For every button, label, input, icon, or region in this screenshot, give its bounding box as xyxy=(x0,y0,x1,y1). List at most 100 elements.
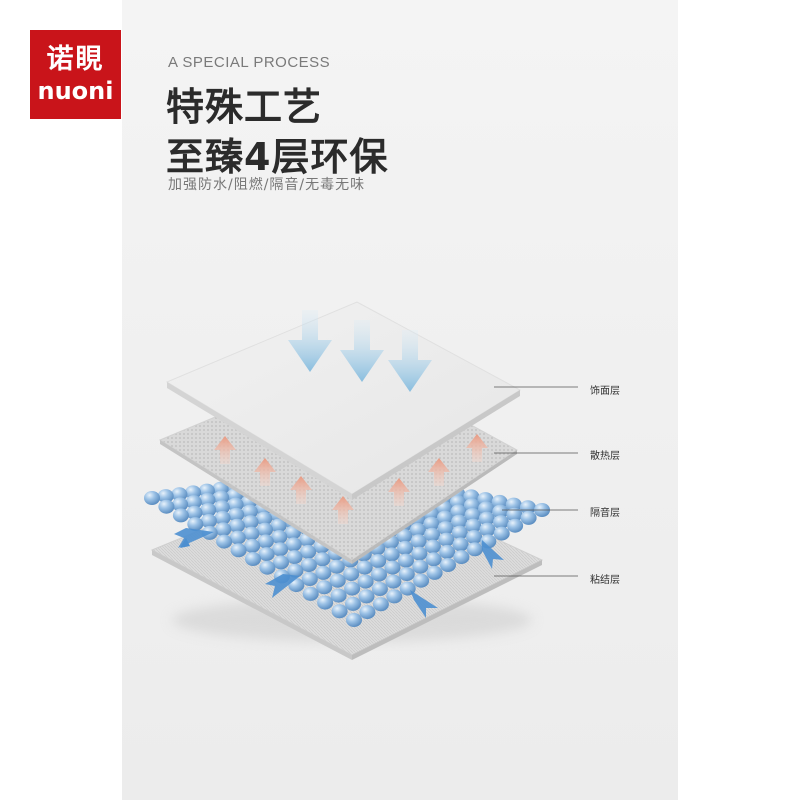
bubble xyxy=(451,514,468,529)
bubble xyxy=(452,537,469,552)
bubble xyxy=(200,503,217,517)
bubble xyxy=(287,563,304,578)
bubble xyxy=(439,544,456,559)
bubble xyxy=(493,526,510,541)
bubble xyxy=(214,510,231,525)
bubble xyxy=(230,543,247,558)
subtitle-english: A SPECIAL PROCESS xyxy=(168,54,331,71)
bubble xyxy=(450,504,467,519)
bubble xyxy=(438,532,455,547)
bubble xyxy=(386,589,403,604)
bubble xyxy=(316,580,333,595)
bubble xyxy=(506,507,523,522)
bubble xyxy=(371,567,387,582)
bubble xyxy=(344,581,361,596)
bubble xyxy=(493,515,509,530)
layer-diagram xyxy=(144,301,578,660)
bubble xyxy=(505,497,522,512)
bubble xyxy=(478,511,495,526)
bubble xyxy=(256,511,273,526)
bubble xyxy=(397,540,414,555)
bubble xyxy=(227,497,244,512)
bubble xyxy=(451,525,468,540)
bubble xyxy=(257,534,274,549)
bubble xyxy=(213,500,230,515)
bubble xyxy=(479,522,496,537)
bubble xyxy=(328,559,345,574)
bubble xyxy=(185,495,202,510)
brand-logo: 诺睍 nuoni xyxy=(30,30,121,119)
bubble xyxy=(410,534,427,549)
bubble xyxy=(440,558,456,572)
bubble xyxy=(186,505,203,520)
bubble xyxy=(272,542,289,557)
bubble xyxy=(423,516,440,531)
arrows-down xyxy=(288,310,432,392)
label-surface-layer: 饰面层 xyxy=(590,386,620,397)
label-sound-layer: 隔音层 xyxy=(590,508,620,519)
bubble xyxy=(144,491,160,505)
bubble xyxy=(371,582,388,596)
bubble xyxy=(412,559,429,574)
arrows-up xyxy=(214,434,488,524)
bubble xyxy=(358,589,375,604)
bubble xyxy=(216,534,233,549)
bubble xyxy=(409,522,426,537)
bubble xyxy=(519,500,536,515)
bubble xyxy=(317,595,334,610)
bubble xyxy=(520,510,537,525)
bubble xyxy=(357,574,374,589)
bubble xyxy=(300,558,317,572)
arrows-outward xyxy=(174,528,504,618)
bubble xyxy=(241,504,258,519)
title-line-1: 特殊工艺 xyxy=(166,85,323,129)
bubble xyxy=(466,542,483,557)
bubble xyxy=(453,550,470,565)
label-heat-layer: 散热层 xyxy=(590,451,620,462)
features-text: 加强防水/阻燃/隔音/无毒无味 xyxy=(168,177,366,193)
bubble xyxy=(396,529,413,543)
bubble xyxy=(229,530,246,545)
bubble xyxy=(199,492,216,507)
bubble xyxy=(465,518,482,533)
bubble xyxy=(437,521,454,536)
bubble xyxy=(346,613,362,627)
bubble xyxy=(315,565,332,580)
bubble xyxy=(257,522,273,537)
bubble xyxy=(330,588,347,603)
bubble xyxy=(172,508,189,523)
bubble xyxy=(426,565,443,580)
bubble xyxy=(424,527,441,542)
bubble xyxy=(424,539,441,554)
bubble xyxy=(172,497,189,512)
bubble xyxy=(245,552,261,566)
bubble xyxy=(301,572,318,586)
bubble xyxy=(273,555,289,570)
bubble xyxy=(356,560,373,575)
logo-english: nuoni xyxy=(37,76,114,105)
bubble xyxy=(243,526,260,541)
bubble xyxy=(372,597,389,612)
bubble xyxy=(158,499,175,514)
bubble xyxy=(478,501,495,516)
label-adhesive-layer: 粘结层 xyxy=(590,575,620,586)
bubble xyxy=(271,530,288,544)
bubble xyxy=(492,504,509,519)
bubble xyxy=(413,573,430,588)
bubble xyxy=(466,530,483,544)
bubble xyxy=(359,605,376,620)
bubble xyxy=(385,574,402,589)
bubble xyxy=(242,515,259,530)
bubble xyxy=(229,518,245,533)
bubble xyxy=(464,508,481,522)
bubble xyxy=(285,537,302,552)
bubble xyxy=(398,567,415,582)
bubble xyxy=(370,554,387,568)
bubble xyxy=(329,573,346,588)
bubble xyxy=(286,550,303,565)
bubble xyxy=(187,517,204,532)
bubble xyxy=(398,553,414,568)
bubble xyxy=(270,518,287,533)
bubble xyxy=(436,510,453,525)
bubble xyxy=(411,546,428,561)
